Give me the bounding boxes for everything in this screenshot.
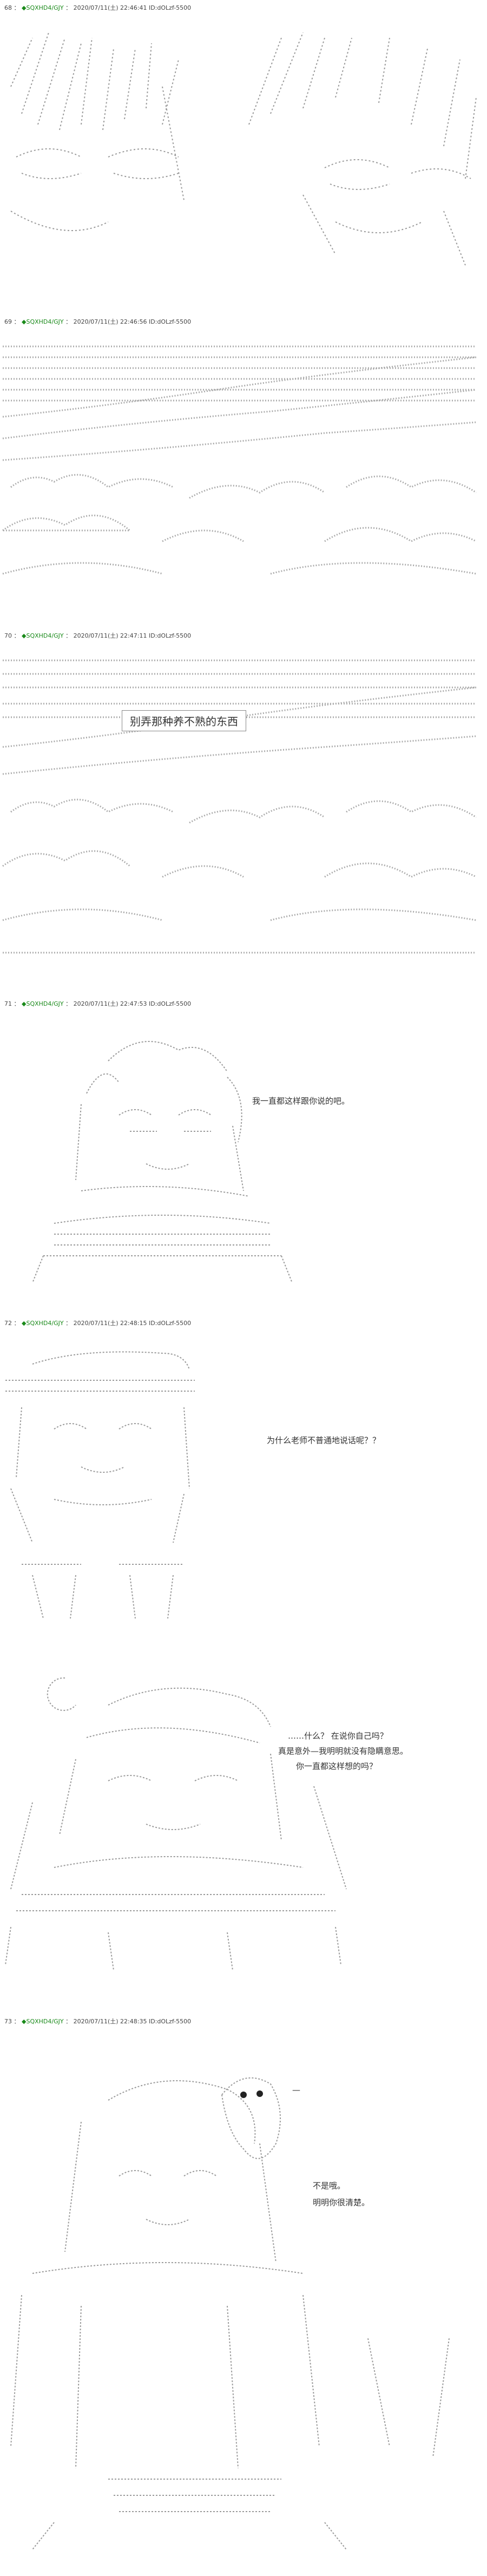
post-meta: 2020/07/11(土) 22:46:41 ID:dOLzf-5500 bbox=[73, 4, 192, 11]
post-meta: 2020/07/11(土) 22:47:53 ID:dOLzf-5500 bbox=[73, 1000, 192, 1007]
post-number: 71 bbox=[4, 1000, 12, 1007]
post-number: 68 bbox=[4, 4, 12, 11]
post-meta: 2020/07/11(土) 22:46:56 ID:dOLzf-5500 bbox=[73, 318, 192, 325]
post-header-68: 68 ： ◆SQXHD4/GJY ： 2020/07/11(土) 22:46:4… bbox=[4, 4, 192, 11]
ascii-art-landscape-2 bbox=[0, 650, 487, 969]
ascii-art-faces bbox=[0, 16, 487, 287]
post-trip[interactable]: ◆SQXHD4/GJY bbox=[22, 1000, 64, 1007]
ascii-art-character-1 bbox=[0, 1018, 487, 1288]
dialogue-line: 我一直都这样跟你说的吧。 bbox=[252, 1096, 350, 1106]
post-meta: 2020/07/11(土) 22:48:35 ID:dOLzf-5500 bbox=[73, 2018, 192, 2025]
post-number: 69 bbox=[4, 318, 12, 325]
dialogue-line: 不是哦。 bbox=[313, 2181, 346, 2191]
post-header-69: 69 ： ◆SQXHD4/GJY ： 2020/07/11(土) 22:46:5… bbox=[4, 318, 192, 325]
dialogue-line: 明明你很清楚。 bbox=[313, 2198, 370, 2207]
dialogue-dash: — bbox=[292, 2085, 300, 2095]
post-header-70: 70 ： ◆SQXHD4/GJY ： 2020/07/11(土) 22:47:1… bbox=[4, 632, 192, 639]
narration-box: 别弄那种养不熟的东西 bbox=[122, 710, 246, 731]
post-meta: 2020/07/11(土) 22:47:11 ID:dOLzf-5500 bbox=[73, 632, 192, 639]
ascii-art-final-scene bbox=[0, 2035, 487, 2555]
ascii-art-group bbox=[0, 1662, 487, 1987]
post-trip[interactable]: ◆SQXHD4/GJY bbox=[22, 1320, 64, 1327]
post-trip[interactable]: ◆SQXHD4/GJY bbox=[22, 2018, 64, 2025]
dialogue-line: 你一直都这样想的吗？ bbox=[296, 1761, 378, 1771]
ascii-art-two-characters bbox=[0, 1337, 487, 1640]
dialogue-line: 真是意外—我明明就没有隐瞒意思。 bbox=[278, 1746, 409, 1756]
ascii-art-landscape bbox=[0, 336, 487, 606]
dialogue-line: ……什么？ 在说你自己吗？ bbox=[288, 1731, 388, 1741]
post-number: 70 bbox=[4, 632, 12, 639]
post-header-73: 73 ： ◆SQXHD4/GJY ： 2020/07/11(土) 22:48:3… bbox=[4, 2018, 192, 2025]
post-trip[interactable]: ◆SQXHD4/GJY bbox=[22, 632, 64, 639]
post-trip[interactable]: ◆SQXHD4/GJY bbox=[22, 4, 64, 11]
post-trip[interactable]: ◆SQXHD4/GJY bbox=[22, 318, 64, 325]
dialogue-line: 为什么老师不普通地说话呢？？ bbox=[267, 1436, 381, 1445]
post-number: 73 bbox=[4, 2018, 12, 2025]
post-header-72: 72 ： ◆SQXHD4/GJY ： 2020/07/11(土) 22:48:1… bbox=[4, 1320, 192, 1327]
post-header-71: 71 ： ◆SQXHD4/GJY ： 2020/07/11(土) 22:47:5… bbox=[4, 1000, 192, 1007]
post-meta: 2020/07/11(土) 22:48:15 ID:dOLzf-5500 bbox=[73, 1320, 192, 1327]
post-number: 72 bbox=[4, 1320, 12, 1327]
